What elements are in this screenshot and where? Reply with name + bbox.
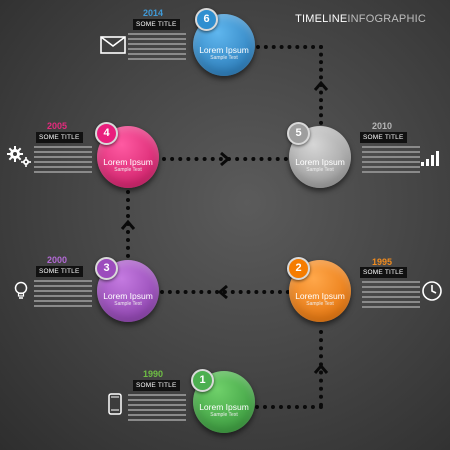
step-title: SOME TITLE (36, 132, 83, 143)
step-description (34, 280, 92, 310)
page-title: TIMELINEINFOGRAPHIC (295, 13, 426, 25)
arrow-right-icon (220, 151, 231, 167)
connector-1-up (319, 330, 323, 407)
step-year: 1995 (372, 257, 393, 267)
step-title: SOME TITLE (133, 380, 180, 391)
step-sample-text: Sample Text (306, 301, 334, 307)
gears-icon (7, 146, 31, 167)
step-description (128, 394, 186, 424)
step-description (362, 281, 420, 311)
step-label: Lorem Ipsum (295, 291, 345, 301)
step-label: Lorem Ipsum (103, 157, 153, 167)
step-number-badge: 1 (191, 369, 214, 392)
step-sample-text: Sample Text (114, 301, 142, 307)
connector-2-3 (160, 290, 290, 294)
step-year: 1990 (143, 369, 164, 379)
step-description (362, 146, 420, 176)
step-sample-text: Sample Text (210, 412, 238, 418)
step-title: SOME TITLE (360, 132, 407, 143)
step-number-badge: 4 (95, 122, 118, 145)
step-description (34, 146, 92, 176)
step-label: Lorem Ipsum (295, 157, 345, 167)
arrow-up-icon (120, 219, 136, 230)
title-word-timeline: TIMELINE (295, 13, 348, 25)
step-sample-text: Sample Text (114, 167, 142, 173)
step-title: SOME TITLE (36, 266, 83, 277)
step-title: SOME TITLE (133, 19, 180, 30)
connector-to-6 (256, 45, 323, 49)
clock-icon (422, 281, 442, 301)
arrow-up-icon (313, 363, 329, 374)
step-number-badge: 6 (195, 8, 218, 31)
step-number-badge: 2 (287, 257, 310, 280)
bar-chart-icon (421, 151, 439, 166)
lightbulb-icon (14, 281, 28, 299)
step-label: Lorem Ipsum (199, 402, 249, 412)
step-year: 2014 (143, 8, 164, 18)
step-label: Lorem Ipsum (199, 45, 249, 55)
step-description (128, 33, 186, 63)
step-number-badge: 3 (95, 257, 118, 280)
step-sample-text: Sample Text (210, 55, 238, 61)
title-word-infographic: INFOGRAPHIC (347, 13, 426, 25)
step-year: 2000 (47, 255, 68, 265)
step-title: SOME TITLE (360, 267, 407, 278)
step-number-badge: 5 (287, 122, 310, 145)
connector-4-5 (162, 157, 288, 161)
step-year: 2005 (47, 121, 68, 131)
step-year: 2010 (372, 121, 393, 131)
arrow-left-icon (217, 284, 228, 300)
smartphone-icon (108, 393, 122, 415)
envelope-icon (100, 36, 126, 54)
step-label: Lorem Ipsum (103, 291, 153, 301)
arrow-up-icon (313, 80, 329, 91)
step-sample-text: Sample Text (306, 167, 334, 173)
connector-1-right (255, 405, 323, 409)
